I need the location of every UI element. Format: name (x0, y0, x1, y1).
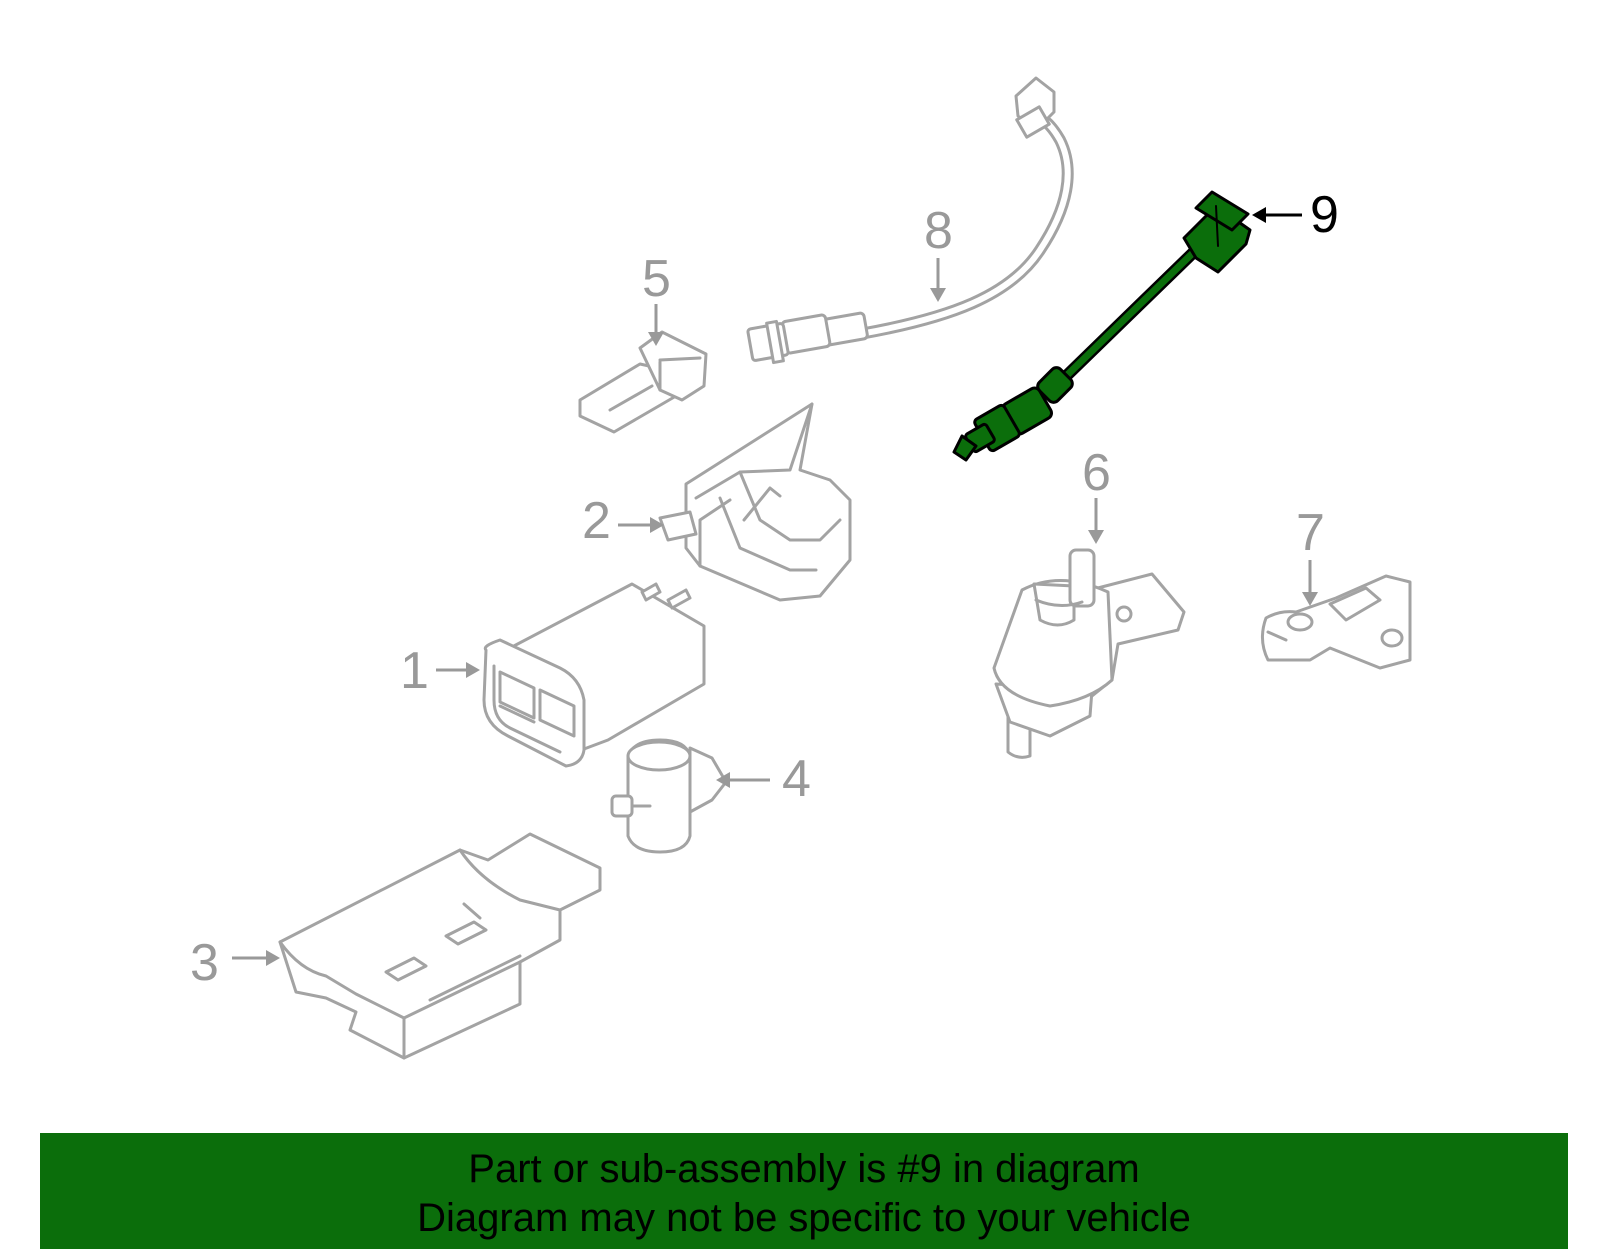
part-9-oxygen-sensor-highlighted[interactable] (952, 190, 1252, 462)
callout-2-label: 2 (582, 492, 611, 550)
part-1-canister[interactable] (482, 582, 706, 768)
callout-4-label: 4 (782, 750, 811, 808)
callout-3-label: 3 (190, 934, 219, 992)
banner-line-2: Diagram may not be specific to your vehi… (417, 1196, 1191, 1240)
callout-4: 4 (716, 750, 811, 808)
callout-9-label: 9 (1310, 186, 1339, 244)
callout-9: 9 (1252, 186, 1339, 244)
part-4-vacuum-switch[interactable] (610, 738, 728, 854)
callout-2: 2 (582, 492, 664, 550)
callout-1-label: 1 (400, 642, 429, 700)
part-2-valve-bracket[interactable] (658, 402, 852, 602)
banner-line-1: Part or sub-assembly is #9 in diagram (468, 1147, 1140, 1191)
part-5-sensor[interactable] (578, 330, 708, 434)
callout-1: 1 (400, 642, 480, 700)
part-7-sensor[interactable] (1261, 574, 1412, 670)
callout-7-label: 7 (1296, 504, 1325, 562)
part-3-shield[interactable] (278, 832, 602, 1060)
part-6-sensor-with-bracket[interactable] (992, 548, 1186, 759)
callout-5: 5 (642, 250, 671, 346)
callout-5-label: 5 (642, 250, 671, 308)
callout-8-label: 8 (924, 202, 953, 260)
info-banner: Part or sub-assembly is #9 in diagram Di… (40, 1133, 1568, 1249)
callout-8: 8 (924, 202, 953, 302)
callout-3: 3 (190, 934, 280, 992)
callout-6: 6 (1082, 444, 1111, 544)
part-8-oxygen-sensor[interactable] (746, 76, 1074, 365)
callout-7: 7 (1296, 504, 1325, 606)
callout-6-label: 6 (1082, 444, 1111, 502)
